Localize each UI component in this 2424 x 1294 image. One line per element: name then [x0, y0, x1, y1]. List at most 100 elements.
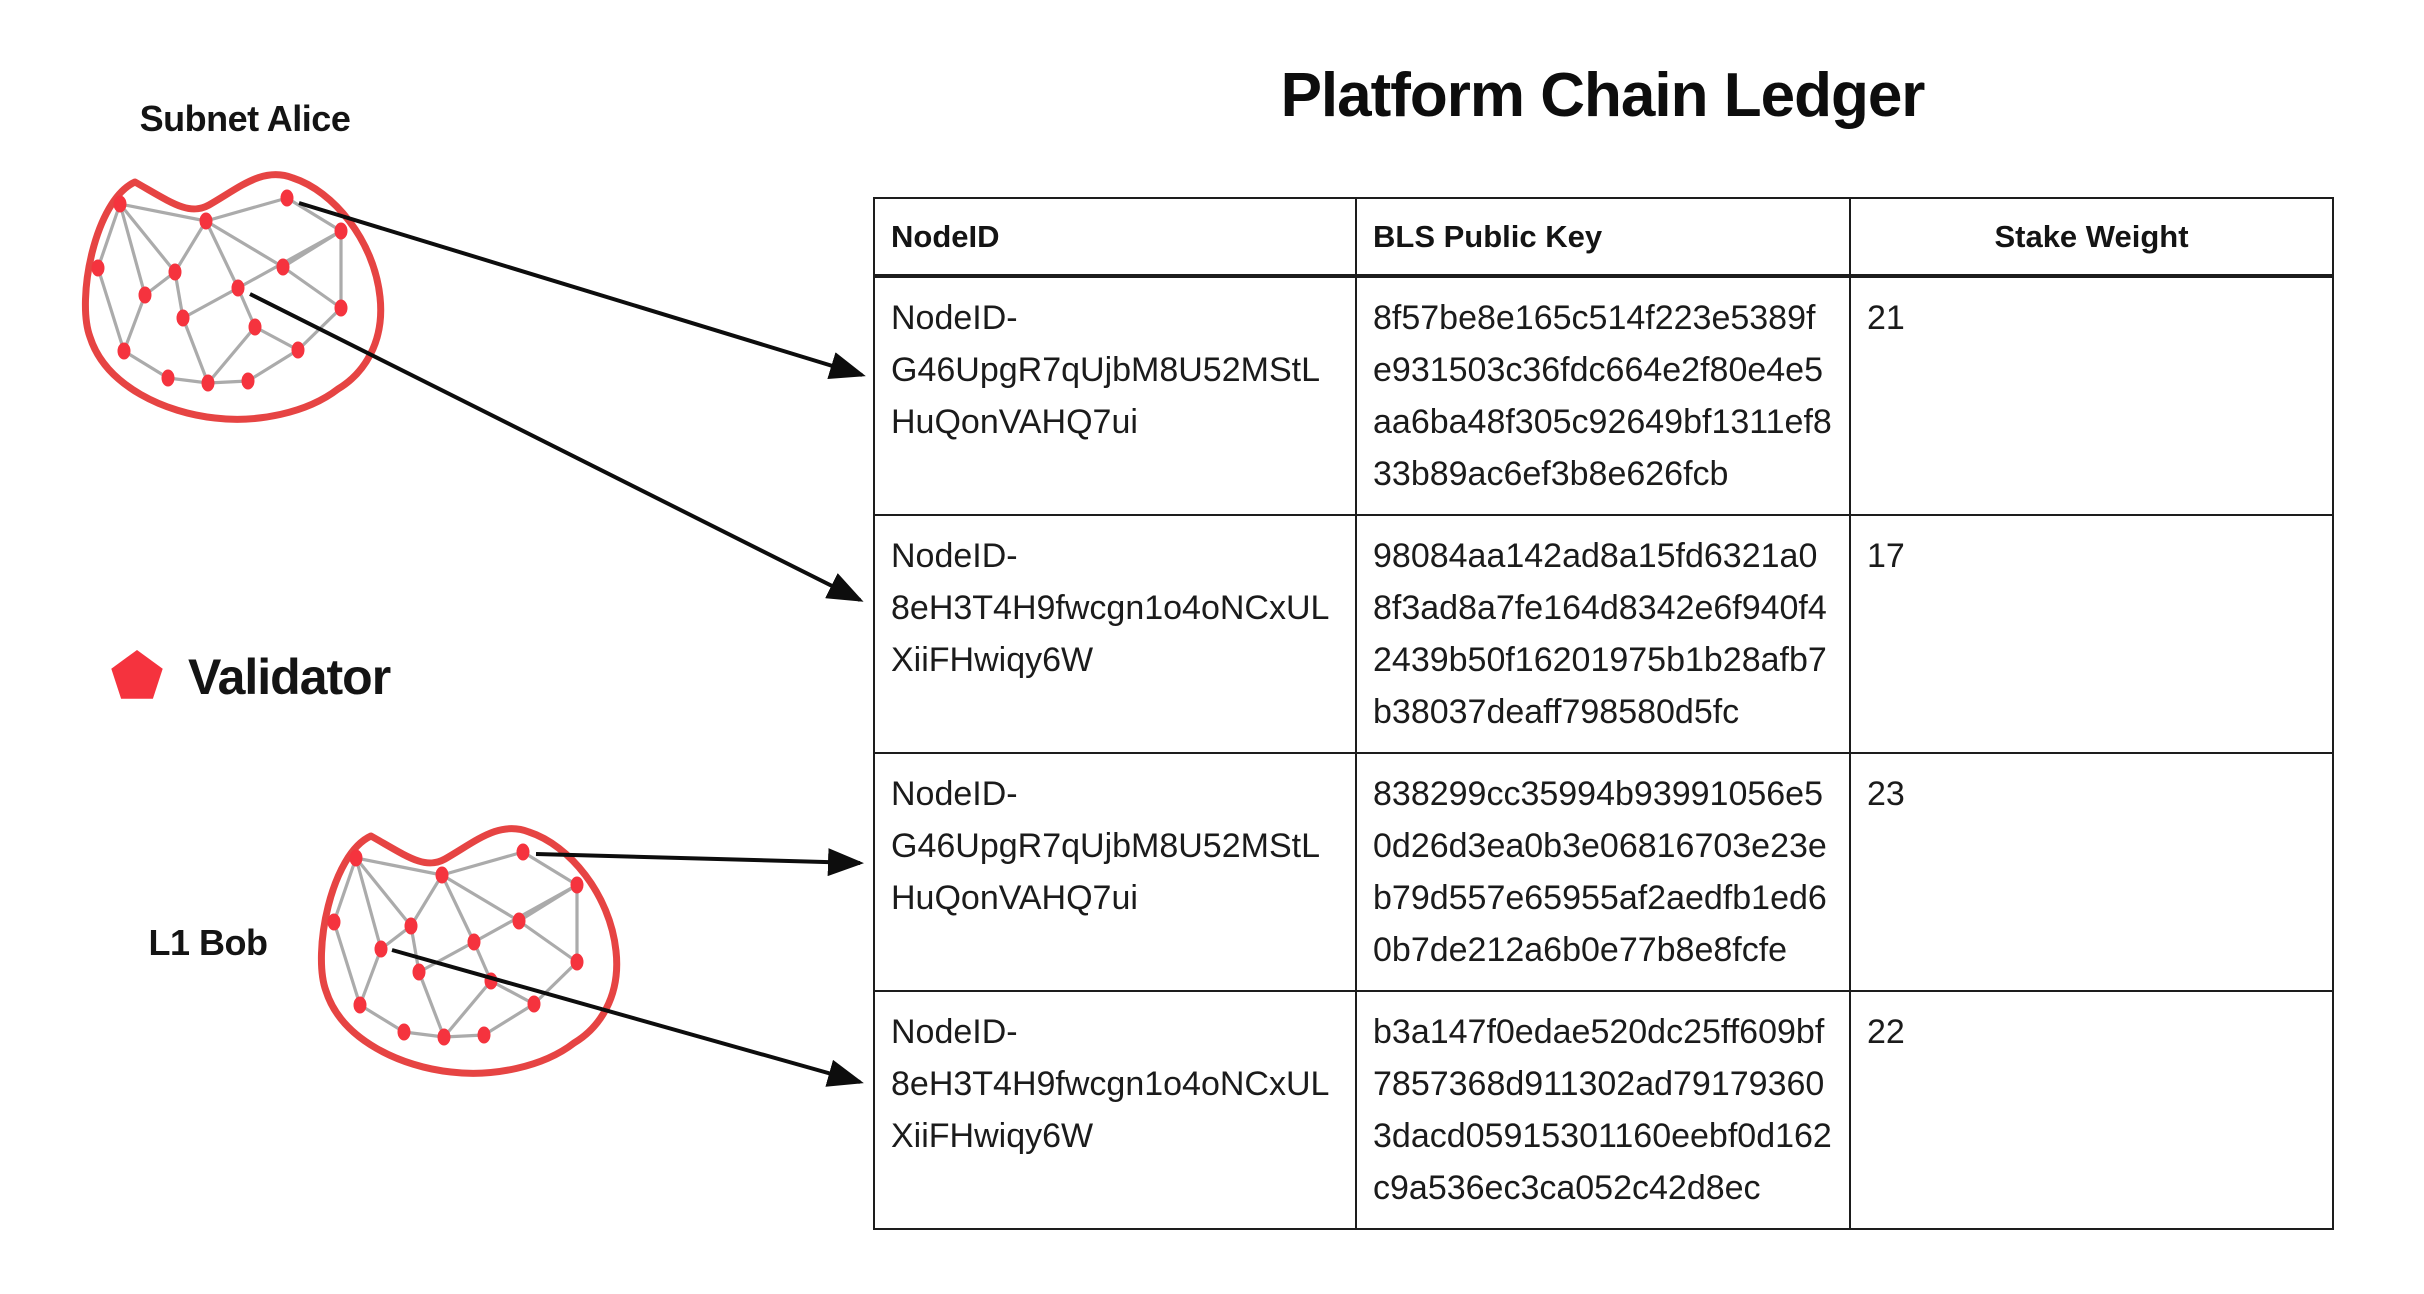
node-to-row-arrow — [535, 848, 864, 877]
network-edge — [417, 971, 446, 1038]
network-edge — [440, 874, 476, 943]
network-edge — [173, 220, 208, 273]
validator-node — [168, 263, 182, 281]
network-edge — [332, 921, 362, 1006]
validator-node — [91, 259, 105, 277]
network-edge — [118, 203, 147, 296]
network-edge — [122, 294, 147, 352]
table-row: NodeID-8eH3T4H9fwcgn1o4oNCxULXiiFHwiqy6W… — [873, 990, 2334, 1230]
network-edge — [204, 220, 240, 289]
page-title: Platform Chain Ledger — [1280, 61, 1926, 130]
network-edge — [119, 202, 207, 223]
validator-node — [199, 212, 213, 230]
header-row: NodeID BLS Public Key Stake Weight — [873, 197, 2334, 278]
validator-node — [248, 318, 262, 336]
network-edge — [96, 203, 122, 269]
validator-node — [374, 940, 388, 958]
table-row: NodeID-G46UpgR7qUjbM8U52MStLHuQonVAHQ7ui… — [873, 752, 2334, 992]
l1-bob-label: L1 Bob — [148, 922, 269, 963]
stake-weight-cell: 17 — [1849, 514, 2334, 754]
network-edge — [403, 1030, 445, 1039]
bls-public-key-cell: b3a147f0edae520dc25ff609bf7857368d911302… — [1355, 990, 1851, 1230]
stake-weight-cell: 23 — [1849, 752, 2334, 992]
network-edge — [409, 874, 444, 927]
network-edge — [167, 376, 209, 385]
node-to-row-arrow — [298, 201, 866, 380]
validator-node — [161, 369, 175, 387]
nodeid-cell: NodeID-G46UpgR7qUjbM8U52MStLHuQonVAHQ7ui — [873, 752, 1357, 992]
validator-node — [512, 912, 526, 930]
table-body: NodeID-G46UpgR7qUjbM8U52MStLHuQonVAHQ7ui… — [873, 275, 2334, 1230]
validator-node — [397, 1023, 411, 1041]
network-edge — [207, 379, 249, 385]
validator-node — [201, 374, 215, 392]
validator-node — [334, 222, 348, 240]
network-edge — [355, 856, 443, 877]
table-row: NodeID-G46UpgR7qUjbM8U52MStLHuQonVAHQ7ui… — [873, 275, 2334, 516]
bls-public-key-cell: 838299cc35994b93991056e50d26d3ea0b3e0681… — [1355, 752, 1851, 992]
network-edge — [205, 196, 288, 223]
validator-node — [138, 286, 152, 304]
network-edge — [332, 857, 358, 923]
validator-node — [516, 843, 530, 861]
platform-chain-ledger-table: NodeID BLS Public Key Stake Weight NodeI… — [873, 197, 2334, 1230]
validator-node — [404, 917, 418, 935]
validator-node — [570, 953, 584, 971]
validator-node — [412, 963, 426, 981]
subnet-alice-label: Subnet Alice — [139, 98, 351, 139]
node-to-row-arrow — [249, 292, 864, 602]
network-edge — [181, 317, 210, 384]
column-header-nodeid: NodeID — [873, 197, 1357, 278]
node-to-row-arrow — [391, 948, 864, 1087]
validator-node — [467, 933, 481, 951]
table-row: NodeID-8eH3T4H9fwcgn1o4oNCxULXiiFHwiqy6W… — [873, 514, 2334, 754]
bls-public-key-cell: 98084aa142ad8a15fd6321a08f3ad8a7fe164d83… — [1355, 514, 1851, 754]
validator-node — [117, 342, 131, 360]
validator-node — [527, 995, 541, 1013]
validator-node — [276, 258, 290, 276]
network-edge — [532, 960, 579, 1006]
stake-weight-cell: 21 — [1849, 275, 2334, 516]
network-edge — [418, 940, 475, 974]
validator-node — [113, 195, 127, 213]
network-edge — [473, 883, 578, 944]
validator-node — [334, 299, 348, 317]
validator-node — [241, 372, 255, 390]
table-header: NodeID BLS Public Key Stake Weight — [873, 197, 2334, 278]
network-edge — [490, 979, 535, 1006]
validator-node — [280, 189, 294, 207]
network-edge — [441, 873, 520, 923]
stake-weight-cell: 22 — [1849, 990, 2334, 1230]
column-header-stake-weight: Stake Weight — [1849, 197, 2334, 278]
network-edge — [206, 325, 257, 385]
network-edge — [443, 1033, 485, 1039]
nodeid-cell: NodeID-G46UpgR7qUjbM8U52MStLHuQonVAHQ7ui — [873, 275, 1357, 516]
validator-node — [231, 279, 245, 297]
network-edge — [522, 850, 578, 887]
network-edge — [483, 1002, 535, 1037]
validator-node — [477, 1026, 491, 1044]
validator-node — [353, 996, 367, 1014]
network-edge — [282, 265, 342, 310]
network-edge — [237, 229, 342, 290]
network-edge — [441, 850, 524, 877]
pentagon-icon — [111, 650, 163, 699]
network-edge — [96, 267, 126, 352]
nodeid-cell: NodeID-8eH3T4H9fwcgn1o4oNCxULXiiFHwiqy6W — [873, 514, 1357, 754]
validator-node — [327, 913, 341, 931]
network-edge — [118, 202, 177, 274]
validator-node — [291, 341, 305, 359]
network-edge — [518, 919, 578, 964]
validator-node — [437, 1028, 451, 1046]
network-edge — [286, 196, 342, 233]
network-edge — [354, 856, 413, 928]
network-edge — [442, 979, 493, 1039]
subnet-boundary-blob — [81, 171, 385, 423]
network-edge — [359, 1003, 405, 1034]
nodeid-cell: NodeID-8eH3T4H9fwcgn1o4oNCxULXiiFHwiqy6W — [873, 990, 1357, 1230]
network-edge — [354, 857, 383, 950]
network-edge — [205, 219, 284, 269]
network-edge — [123, 349, 169, 380]
